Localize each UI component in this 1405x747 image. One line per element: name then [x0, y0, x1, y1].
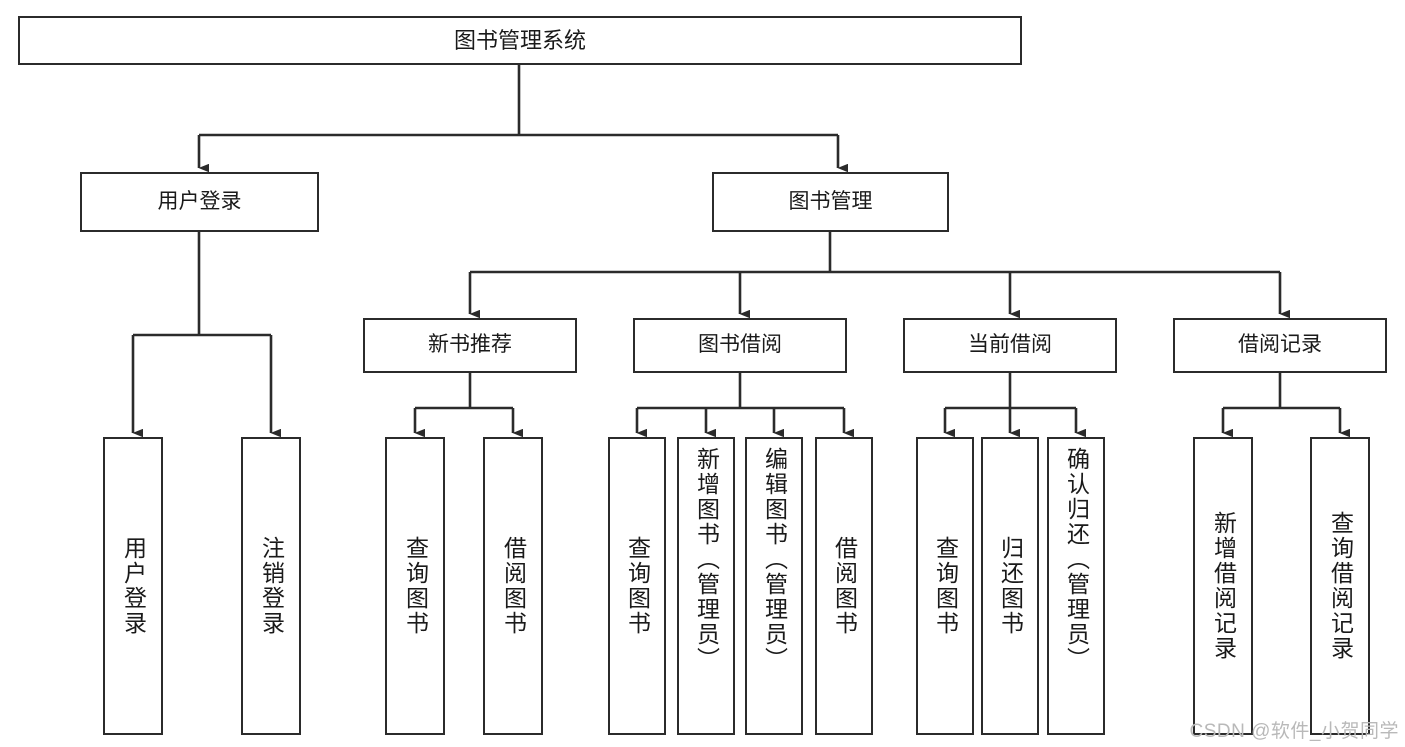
leaf-query-book-current[interactable]: 查询图书: [916, 437, 974, 735]
leaf-add-borrow-record[interactable]: 新增借阅记录: [1193, 437, 1253, 735]
node-label: 编辑图书（管理员）: [761, 447, 788, 672]
node-label: 新书推荐: [428, 333, 512, 357]
node-book-borrow[interactable]: 图书借阅: [633, 318, 847, 373]
leaf-return-book[interactable]: 归还图书: [981, 437, 1039, 735]
leaf-query-borrow-record[interactable]: 查询借阅记录: [1310, 437, 1370, 735]
node-label: 借阅图书: [831, 536, 858, 636]
node-current-borrow[interactable]: 当前借阅: [903, 318, 1117, 373]
node-label: 查询借阅记录: [1327, 511, 1354, 661]
node-label: 图书管理: [788, 189, 873, 213]
node-label: 注销登录: [258, 536, 285, 636]
leaf-user-login[interactable]: 用户登录: [103, 437, 163, 735]
node-borrow-record[interactable]: 借阅记录: [1173, 318, 1387, 373]
node-label: 查询图书: [402, 536, 429, 636]
node-user-login[interactable]: 用户登录: [80, 172, 319, 232]
node-label: 新增借阅记录: [1210, 511, 1237, 661]
node-label: 借阅记录: [1238, 333, 1322, 357]
leaf-confirm-return-admin[interactable]: 确认归还（管理员）: [1047, 437, 1105, 735]
node-label: 用户登录: [120, 536, 147, 636]
csdn-watermark: CSDN @软件_小贺同学: [1189, 721, 1399, 742]
node-label: 确认归还（管理员）: [1063, 447, 1090, 672]
node-label: 新增图书（管理员）: [693, 447, 720, 672]
leaf-query-book-rec[interactable]: 查询图书: [385, 437, 445, 735]
node-label: 借阅图书: [500, 536, 527, 636]
node-label: 查询图书: [624, 536, 651, 636]
node-label: 图书借阅: [698, 333, 782, 357]
node-label: 用户登录: [157, 189, 242, 213]
node-new-book-rec[interactable]: 新书推荐: [363, 318, 577, 373]
node-label: 归还图书: [997, 536, 1024, 636]
leaf-add-book-admin[interactable]: 新增图书（管理员）: [677, 437, 735, 735]
leaf-borrow-book-borrow[interactable]: 借阅图书: [815, 437, 873, 735]
node-label: 查询图书: [932, 536, 959, 636]
node-label: 图书管理系统: [453, 27, 586, 53]
leaf-edit-book-admin[interactable]: 编辑图书（管理员）: [745, 437, 803, 735]
leaf-logout-login[interactable]: 注销登录: [241, 437, 301, 735]
leaf-query-book-borrow[interactable]: 查询图书: [608, 437, 666, 735]
node-book-manage[interactable]: 图书管理: [712, 172, 949, 232]
leaf-borrow-book-rec[interactable]: 借阅图书: [483, 437, 543, 735]
node-label: 当前借阅: [968, 333, 1052, 357]
node-root-system[interactable]: 图书管理系统: [18, 16, 1022, 65]
